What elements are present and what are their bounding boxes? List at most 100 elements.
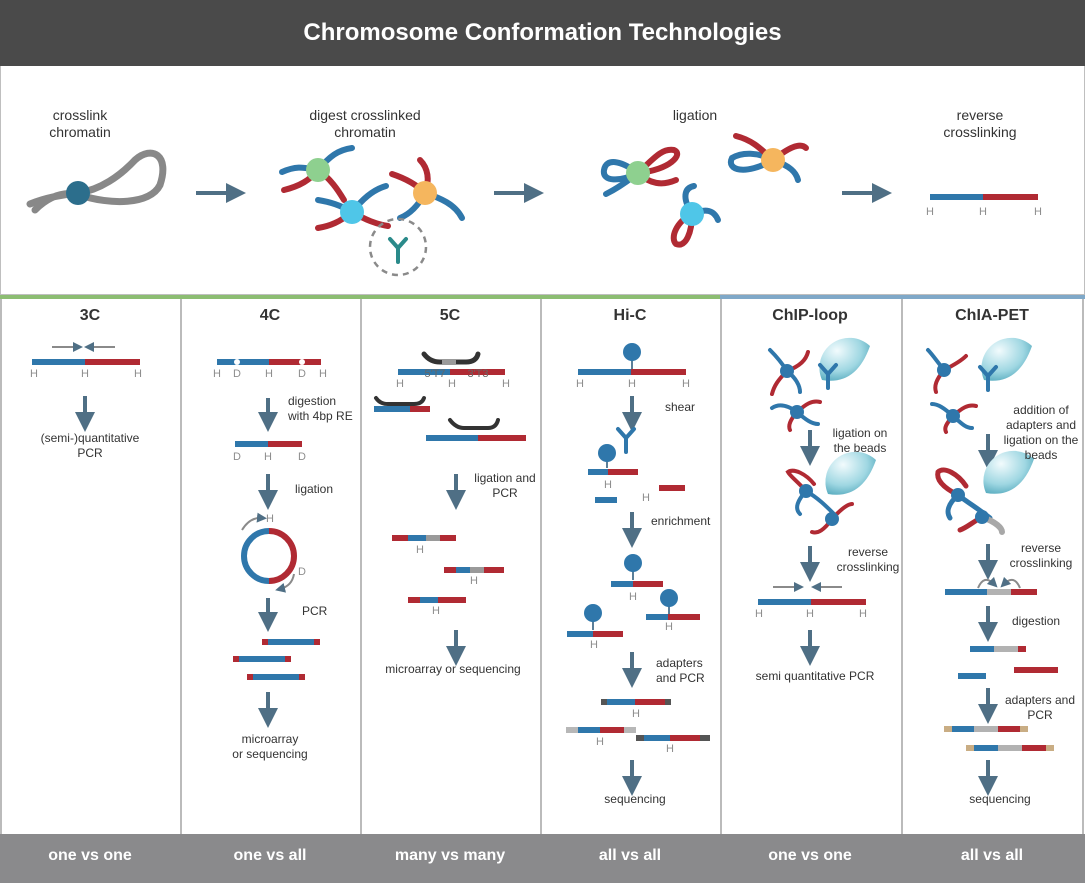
product-blue	[408, 535, 426, 541]
cyan-protein-icon	[340, 200, 364, 224]
restriction-site-label: H	[134, 368, 142, 380]
bead-icon	[983, 450, 1034, 494]
biotin-icon	[598, 444, 616, 462]
chia-digested-blue	[970, 646, 994, 652]
restriction-site-label: H	[266, 513, 274, 525]
step-ligation-label: ligation	[672, 107, 718, 123]
restriction-site-label: H	[666, 743, 674, 755]
footer-5c: many vs many	[394, 847, 506, 864]
restriction-site-label: H	[502, 378, 510, 390]
label-chip-ligation: ligation on the beads	[832, 426, 888, 455]
restriction-site-label: H	[264, 451, 272, 463]
antibody-icon	[818, 363, 838, 390]
curved-arrow-icon	[977, 576, 998, 589]
chia-pcr-adapter	[966, 745, 974, 751]
hic-adapter-fragment-blue	[578, 727, 600, 733]
biotin-icon	[623, 343, 641, 361]
4c-fragment-blue	[217, 359, 269, 365]
4c-pcr-product-blue	[247, 674, 305, 680]
ligated-loop-blue	[600, 159, 641, 183]
restriction-site-label: D	[233, 368, 241, 380]
restriction-site-label: D	[298, 368, 306, 380]
product-junction	[470, 567, 484, 573]
primer-end	[314, 639, 320, 645]
product-blue	[456, 567, 470, 573]
ligated-loop-red	[635, 146, 681, 176]
chia-pcr-blue	[952, 726, 974, 732]
label-hic-shear: shear	[665, 400, 696, 414]
inverse-primer-icon	[241, 512, 267, 531]
column-separators	[0, 299, 1084, 834]
step-crosslink-label: crosslink chromatin	[49, 107, 111, 140]
step-reverse-label: reverse crosslinking	[943, 107, 1017, 140]
restriction-site-label: H	[806, 608, 814, 620]
hic-adapter-fragment-red	[600, 727, 624, 733]
label-3c-pcr: (semi-)quantitative PCR	[40, 431, 140, 460]
primer-pair	[448, 418, 500, 430]
restriction-site-label: H	[396, 378, 404, 390]
hic-enriched-fragment-blue	[646, 614, 668, 620]
hic-enriched-fragment-blue	[567, 631, 593, 637]
biotin-icon	[624, 554, 642, 572]
label-hic-sequencing: sequencing	[604, 792, 666, 806]
antibody-circle	[368, 217, 428, 277]
restriction-site-label: H	[1034, 206, 1042, 218]
curved-arrow-icon	[1000, 576, 1021, 589]
chia-pcr-adapter	[1046, 745, 1054, 751]
hic-sheared-fragment-red	[659, 485, 685, 491]
adapter	[624, 727, 636, 733]
chip-protein-icon	[825, 512, 839, 526]
hic-enriched-fragment-blue	[611, 581, 633, 587]
restriction-site-label: H	[629, 591, 637, 603]
green-protein-icon	[306, 158, 330, 182]
chip-product-blue	[758, 599, 811, 605]
restriction-site-label: H	[470, 575, 478, 587]
hic-adapter-fragment-blue	[644, 735, 670, 741]
restriction-site-label: H	[590, 639, 598, 651]
column-title-5c: 5C	[439, 307, 461, 324]
restriction-site-label: H	[926, 206, 934, 218]
3c-ligation-product-blue	[32, 359, 85, 365]
restriction-site-label: H	[665, 621, 673, 633]
footer-chip-loop: one vs one	[768, 847, 852, 864]
5c-fragment-small-red	[478, 435, 526, 441]
4c-digested-fragment-red	[268, 441, 302, 447]
chia-protein-icon	[951, 488, 965, 502]
chia-digested-adapter	[994, 646, 1018, 652]
restriction-site-label: H	[642, 492, 650, 504]
label-chia-adapters-beads: addition of adapters and ligation on the…	[1003, 403, 1079, 462]
restriction-site-label: H	[979, 206, 987, 218]
antibody-icon	[978, 365, 998, 392]
hic-enriched-fragment-red	[633, 581, 663, 587]
restriction-site-label: H	[596, 736, 604, 748]
restriction-site-label: H	[859, 608, 867, 620]
primer-junction	[442, 359, 456, 365]
biotin-icon	[584, 604, 602, 622]
5c-fragment-blue	[398, 369, 450, 375]
biotin-icon	[660, 589, 678, 607]
4c-digested-fragment-blue	[235, 441, 268, 447]
4c-circle-blue	[241, 528, 270, 584]
adapter	[665, 699, 671, 705]
chia-pcr-adapter	[1020, 726, 1028, 732]
restriction-site-label: H	[632, 708, 640, 720]
adapter	[601, 699, 607, 705]
label-hic-enrichment: enrichment	[651, 514, 711, 528]
restriction-site-label: H	[265, 368, 273, 380]
adapter	[700, 735, 710, 741]
chia-pcr-adapter	[974, 726, 998, 732]
orange-protein-icon	[413, 181, 437, 205]
restriction-site-label: H	[576, 378, 584, 390]
chia-pcr-red	[1022, 745, 1046, 751]
primer-pair	[374, 396, 426, 406]
hic-fragment-blue	[578, 369, 631, 375]
label-hic-adapters: adapters and PCR	[656, 656, 705, 685]
reversed-fragment-blue	[930, 194, 983, 200]
column-title-chip-loop: ChIP-loop	[772, 307, 848, 324]
chia-fragment-line-blue	[945, 589, 987, 595]
footer-bar	[0, 834, 1085, 883]
chip-protein-icon	[790, 405, 804, 419]
4c-fragment-red	[269, 359, 321, 365]
hic-enriched-fragment-red	[593, 631, 623, 637]
